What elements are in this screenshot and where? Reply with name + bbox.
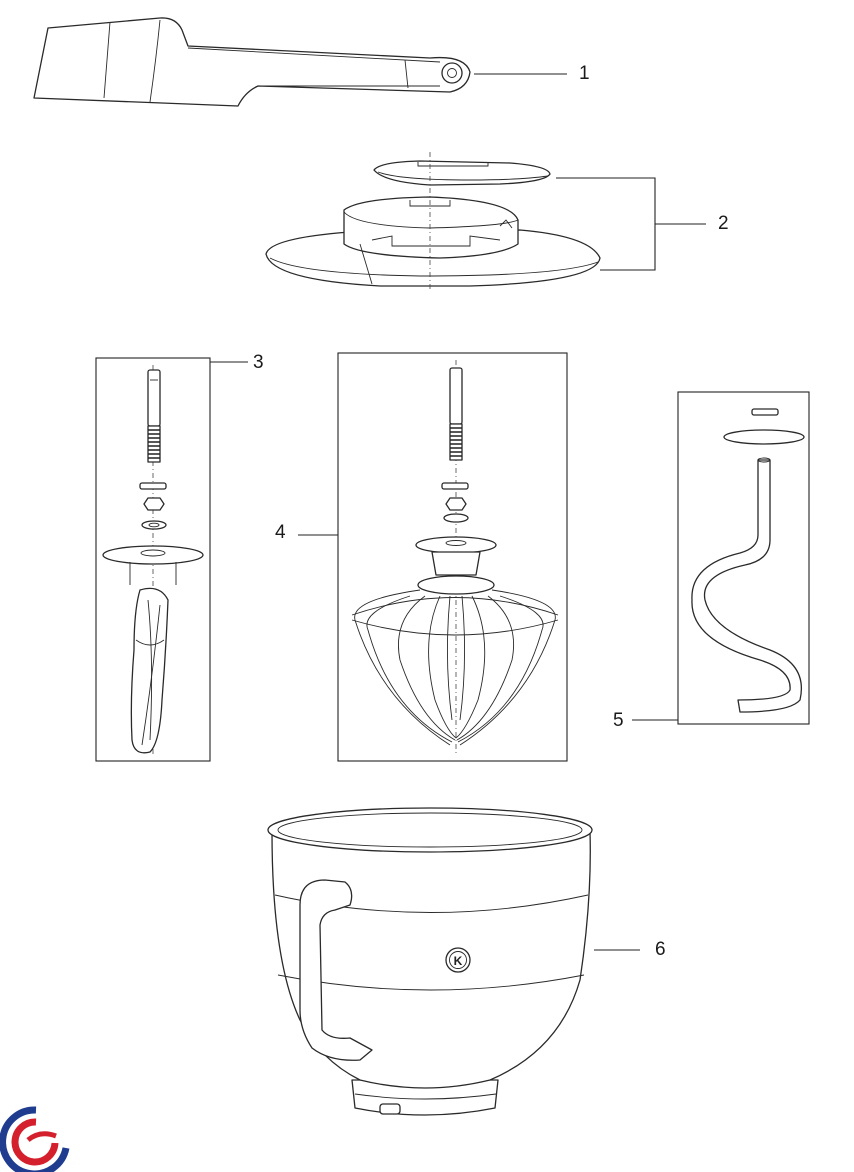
- pouring-shield-part: [265, 152, 601, 292]
- spatula-part: [33, 17, 471, 107]
- callout-label-5: 5: [613, 710, 624, 731]
- flat-beater-part: [95, 357, 248, 762]
- callout-label-2: 2: [718, 213, 729, 234]
- callout-label-4: 4: [275, 522, 286, 543]
- brand-logo: [0, 1106, 70, 1172]
- bowl-logo-letter: K: [454, 954, 463, 968]
- callout-label-3: 3: [253, 352, 264, 373]
- dough-hook-part: [632, 391, 810, 725]
- callout-label-1: 1: [579, 63, 590, 84]
- callout-label-6: 6: [655, 939, 666, 960]
- wire-whip-part: [298, 352, 568, 762]
- leader-bracket-2: [556, 177, 706, 271]
- mixing-bowl-part: K: [267, 807, 593, 1116]
